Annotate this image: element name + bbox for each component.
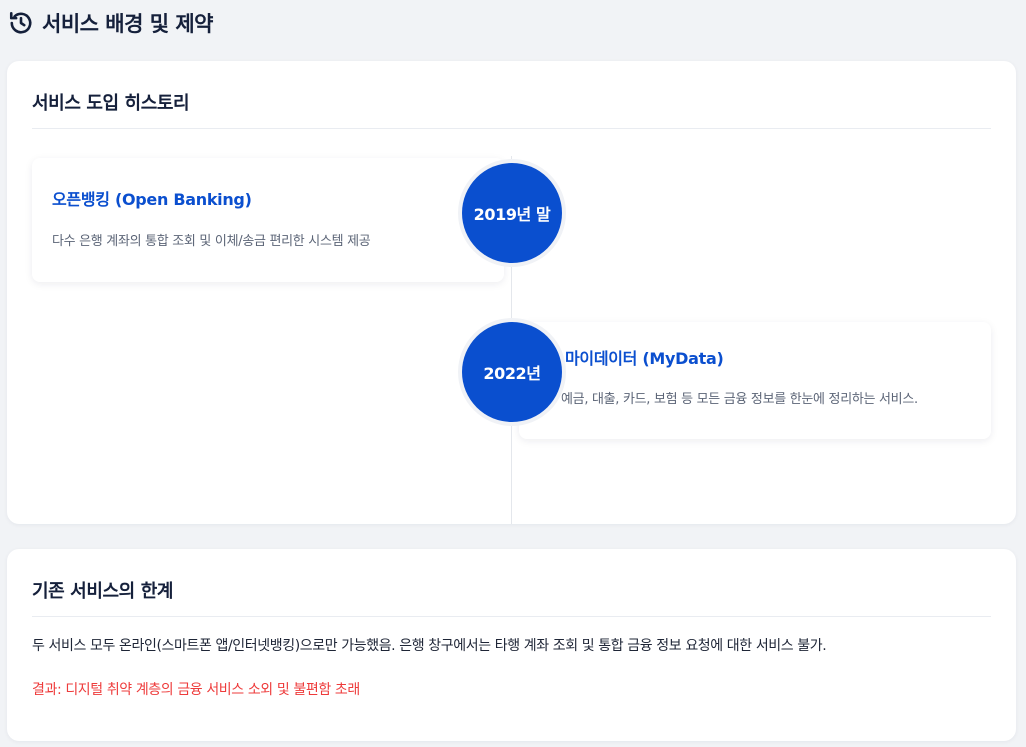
- history-card: 서비스 도입 히스토리 오픈뱅킹 (Open Banking) 다수 은행 계좌…: [7, 61, 1016, 524]
- year-badge-2022: 2022년: [458, 318, 566, 426]
- history-card-title: 서비스 도입 히스토리: [32, 61, 991, 129]
- limits-card-title: 기존 서비스의 한계: [32, 549, 991, 617]
- limits-card: 기존 서비스의 한계 두 서비스 모두 온라인(스마트폰 앱/인터넷뱅킹)으로만…: [7, 549, 1016, 741]
- year-label: 2022년: [462, 322, 562, 422]
- history-icon: [8, 10, 34, 36]
- event-title: 오픈뱅킹 (Open Banking): [52, 190, 252, 209]
- year-badge-2019: 2019년 말: [458, 159, 566, 267]
- event-description: 다수 은행 계좌의 통합 조회 및 이체/송금 편리한 시스템 제공: [52, 234, 371, 249]
- timeline-event-mydata: 마이데이터 (MyData) 예금, 대출, 카드, 보험 등 모든 금융 정보…: [519, 322, 991, 439]
- event-title: 마이데이터 (MyData): [565, 349, 724, 368]
- year-label: 2019년 말: [462, 163, 562, 263]
- limits-result-warning: 결과: 디지털 취약 계층의 금융 서비스 소외 및 불편함 초래: [32, 682, 360, 698]
- event-description: 예금, 대출, 카드, 보험 등 모든 금융 정보를 한눈에 정리하는 서비스.: [561, 392, 918, 407]
- page-title: 서비스 배경 및 제약: [42, 12, 214, 36]
- limits-description: 두 서비스 모두 온라인(스마트폰 앱/인터넷뱅킹)으로만 가능했음. 은행 창…: [32, 638, 827, 654]
- timeline-event-open-banking: 오픈뱅킹 (Open Banking) 다수 은행 계좌의 통합 조회 및 이체…: [32, 158, 504, 282]
- page-header: 서비스 배경 및 제약: [8, 8, 214, 38]
